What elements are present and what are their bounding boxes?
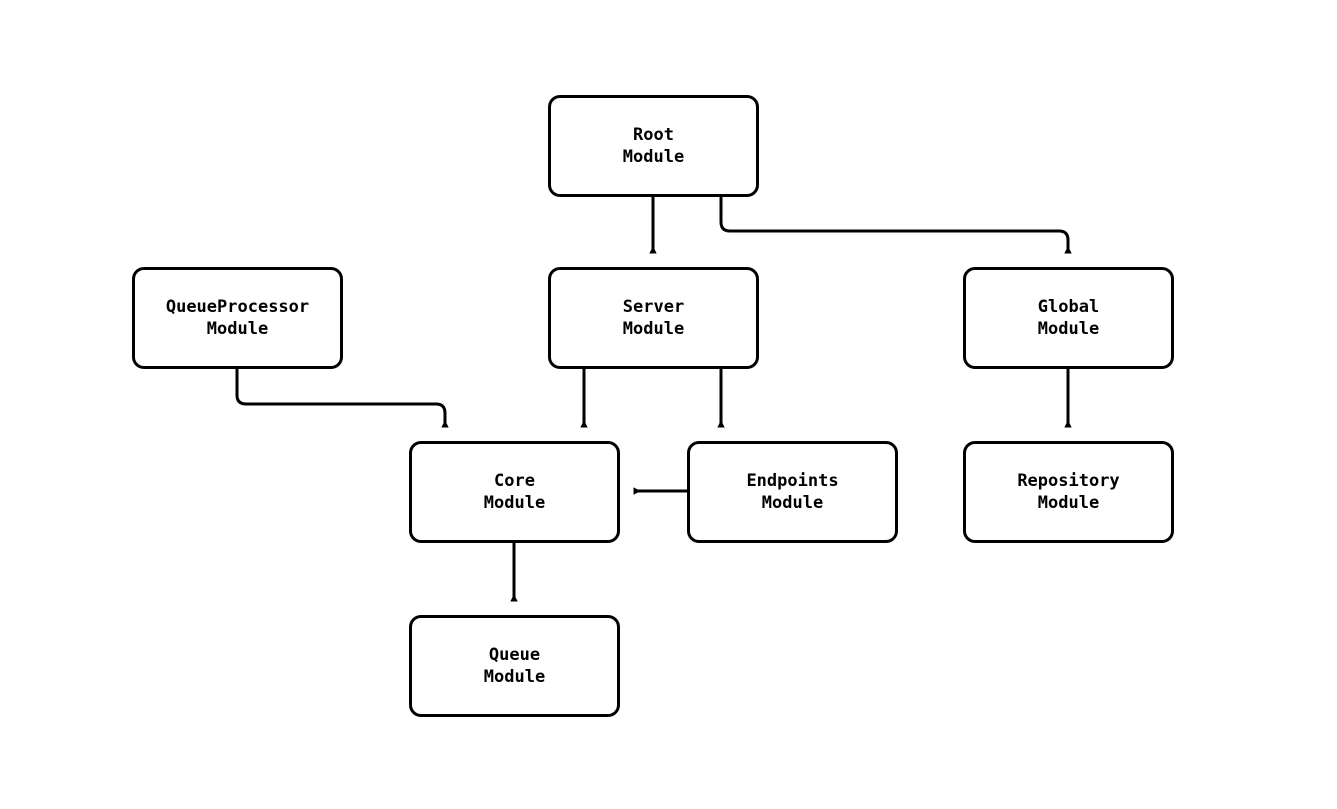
node-server-module[interactable]: Server Module: [548, 267, 759, 369]
node-label: Core Module: [483, 471, 546, 513]
node-root-module[interactable]: Root Module: [548, 95, 759, 197]
node-label: Endpoints Module: [746, 471, 839, 513]
edge-root-to-global: [719, 197, 1072, 254]
node-queueprocessor-module[interactable]: QueueProcessor Module: [132, 267, 343, 369]
node-endpoints-module[interactable]: Endpoints Module: [687, 441, 898, 543]
node-queue-module[interactable]: Queue Module: [409, 615, 620, 717]
node-label: QueueProcessor Module: [165, 297, 310, 339]
node-label: Queue Module: [483, 645, 546, 687]
node-core-module[interactable]: Core Module: [409, 441, 620, 543]
node-global-module[interactable]: Global Module: [963, 267, 1174, 369]
node-label: Repository Module: [1017, 471, 1120, 513]
node-label: Server Module: [622, 297, 685, 339]
edges-group: [235, 197, 1072, 602]
node-label: Root Module: [622, 125, 685, 167]
edge-queueprocessor-to-core: [235, 369, 449, 428]
node-label: Global Module: [1037, 297, 1100, 339]
node-repository-module[interactable]: Repository Module: [963, 441, 1174, 543]
